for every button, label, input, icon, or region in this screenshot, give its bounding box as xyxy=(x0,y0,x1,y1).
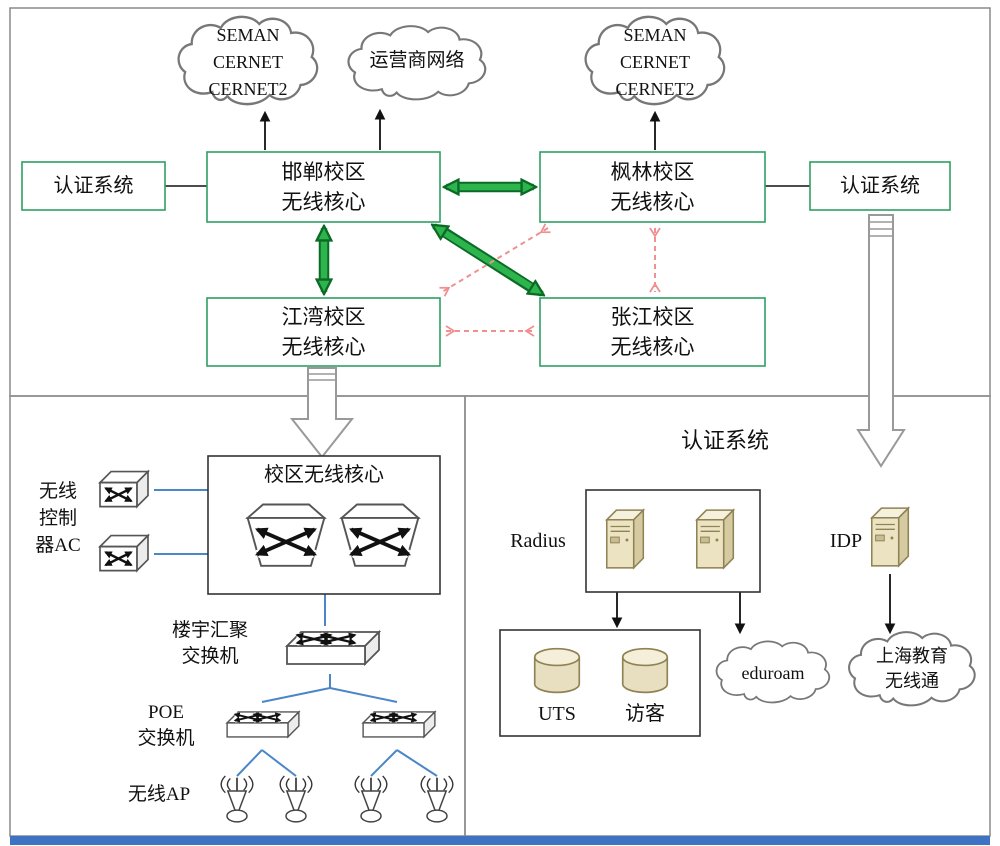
panel-borders xyxy=(9,7,991,845)
radius-server-icon xyxy=(695,509,735,569)
cloud-line: SEMAN xyxy=(216,25,280,45)
node-line: 无线核心 xyxy=(610,190,695,214)
label-text: Radius xyxy=(510,530,566,552)
node-jiangwan-box xyxy=(206,297,441,367)
node-zhangjiang-box xyxy=(539,297,766,367)
label-text: 访客 xyxy=(625,703,665,725)
cloud-line: 运营商网络 xyxy=(369,50,465,71)
aggregation-switch-icon xyxy=(287,632,379,664)
cloud-line: CERNET xyxy=(620,52,690,72)
core-switch-icon xyxy=(248,505,325,566)
cloud-seman-right: SEMAN CERNET CERNET2 xyxy=(580,22,730,103)
hollow-arrow-auth-down xyxy=(856,214,906,468)
radius-server-icon xyxy=(605,509,645,569)
uts-database-icon xyxy=(533,647,581,694)
campus-core-title: 校区无线核心 xyxy=(208,462,440,488)
label-line: 器AC xyxy=(35,535,81,556)
label-line: 楼宇汇聚 xyxy=(171,620,248,641)
node-line: 枫林校区 xyxy=(610,160,695,184)
label-text: 校区无线核心 xyxy=(264,464,384,486)
poe-label: POE 交换机 xyxy=(128,700,204,752)
label-text: 认证系统 xyxy=(840,175,920,197)
auth-left-box xyxy=(21,161,166,211)
auth-right-label: 认证系统 xyxy=(810,162,950,210)
label-line: 无线 xyxy=(38,481,77,502)
core-switch-icon xyxy=(342,505,419,566)
cloud-line: CERNET xyxy=(213,52,283,72)
ap-label: 无线AP xyxy=(126,782,192,808)
idp-server-icon xyxy=(870,507,910,567)
node-line: 张江校区 xyxy=(610,305,695,329)
node-zhangjiang: 张江校区 无线核心 xyxy=(540,302,765,362)
uts-label: UTS xyxy=(529,700,585,728)
uplink-arrows xyxy=(259,108,896,635)
node-line: 无线核心 xyxy=(281,335,366,359)
guest-database-icon xyxy=(621,647,669,694)
cloud-line: CERNET2 xyxy=(615,79,695,99)
node-line: 无线核心 xyxy=(281,190,366,214)
cloud-line: CERNET2 xyxy=(208,79,288,99)
node-fenglin: 枫林校区 无线核心 xyxy=(540,157,765,217)
cloud-seman-left: SEMAN CERNET CERNET2 xyxy=(173,22,323,103)
label-line: 上海教育 xyxy=(876,646,948,666)
node-line: 邯郸校区 xyxy=(281,160,366,184)
eduroam-label: eduroam xyxy=(712,660,834,686)
label-text: 认证系统 xyxy=(53,175,134,197)
label-line: 交换机 xyxy=(137,728,195,749)
label-text: eduroam xyxy=(741,663,805,683)
access-links xyxy=(154,489,438,777)
auth-system-title: 认证系统 xyxy=(660,428,790,454)
node-fenglin-box xyxy=(539,151,766,223)
label-text: IDP xyxy=(829,530,863,552)
label-line: POE xyxy=(148,702,184,723)
shanghai-label: 上海教育 无线通 xyxy=(846,644,978,694)
label-line: 无线通 xyxy=(885,671,939,691)
label-line: 控制 xyxy=(38,508,77,529)
access-point-icon xyxy=(220,775,254,823)
access-point-icon xyxy=(354,775,388,823)
bottom-bar xyxy=(10,836,990,845)
cloud-carrier: 运营商网络 xyxy=(344,48,490,74)
agg-label: 楼宇汇聚 交换机 xyxy=(168,618,252,670)
label-line: 交换机 xyxy=(181,646,239,667)
access-point-icon xyxy=(420,775,454,823)
wireless-controller-icon xyxy=(100,472,148,507)
dashed-links xyxy=(439,223,661,337)
access-point-icon xyxy=(279,775,313,823)
label-text: UTS xyxy=(538,703,576,725)
poe-switch-icon xyxy=(363,712,435,737)
guest-label: 访客 xyxy=(617,700,673,728)
auth-right-box xyxy=(809,161,951,211)
label-text: 无线AP xyxy=(127,784,191,805)
label-text: 认证系统 xyxy=(680,428,769,453)
node-handan-box xyxy=(206,151,441,223)
node-jiangwan: 江湾校区 无线核心 xyxy=(207,302,440,362)
wireless-controller-icon xyxy=(100,536,148,571)
node-handan: 邯郸校区 无线核心 xyxy=(207,157,440,217)
ac-label: 无线 控制 器AC xyxy=(22,478,94,559)
hollow-arrow-jiangwan-down xyxy=(289,367,355,459)
poe-switch-icon xyxy=(227,712,299,737)
cloud-line: SEMAN xyxy=(623,25,687,45)
idp-label: IDP xyxy=(822,528,870,554)
auth-left-label: 认证系统 xyxy=(22,162,165,210)
node-line: 无线核心 xyxy=(610,335,695,359)
green-link-handan-zhangjiang xyxy=(434,223,542,297)
node-line: 江湾校区 xyxy=(281,305,366,329)
node-boxes xyxy=(21,151,951,737)
dashed-link-fenglin-jiangwan xyxy=(439,223,551,297)
radius-label: Radius xyxy=(498,528,578,554)
